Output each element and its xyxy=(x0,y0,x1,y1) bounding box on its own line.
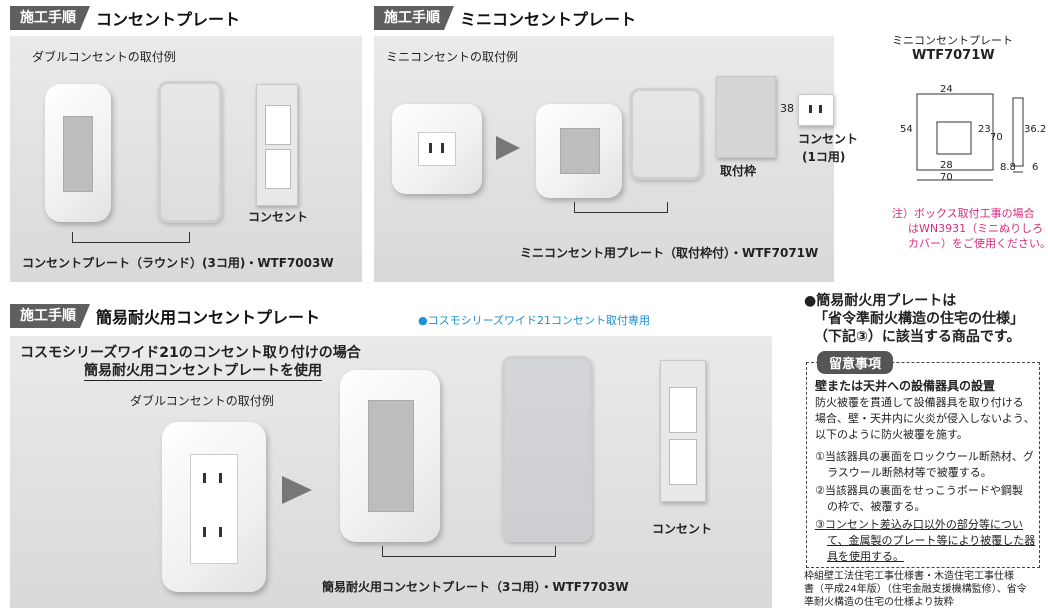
mount-frame xyxy=(158,81,222,223)
sec2-title: ミニコンセントプレート xyxy=(460,10,637,29)
dim-36: 36.2 xyxy=(1024,124,1047,135)
sec3-line1: コスモシリーズワイド21のコンセント取り付けの場合 xyxy=(20,345,361,361)
double-outlet-installed xyxy=(162,422,266,592)
spec-name: ミニコンセントプレート xyxy=(892,34,1013,47)
dim-70v: 70 xyxy=(990,132,1003,143)
sec1-panel: ダブルコンセントの取付例 コンセント コンセントプレート（ラウンド）(3コ用)・… xyxy=(10,36,362,282)
sec2-plate-caption: ミニコンセント用プレート（取付枠付）・WTF7071W xyxy=(520,246,819,260)
dim-54: 54 xyxy=(900,124,913,135)
outlet-unit xyxy=(256,84,298,206)
sec3-outlet-label: コンセント xyxy=(652,522,713,536)
notice-p1: 防火被覆を貫通して設備器具を取り付ける xyxy=(815,396,1024,409)
spec-note-3: カバー）をご使用ください。 xyxy=(908,237,1048,250)
notice-i3b: て、金属製のプレート等により被覆した器 xyxy=(827,534,1036,547)
sec2-panel: ミニコンセントの取付例 38 取付枠 コンセント (1コ用) ミニコンセント用プ… xyxy=(374,36,858,282)
notice-i1a: ①当該器具の裏面をロックウール断熱材、グ xyxy=(815,450,1034,463)
fire-plate-window xyxy=(368,400,414,512)
sec2-frame-label: 取付枠 xyxy=(720,164,757,178)
round-plate xyxy=(45,84,111,222)
sec2-subtitle: ミニコンセントの取付例 xyxy=(386,50,519,64)
source-2: 書（平成24年版）（住宅金融支援機構監修）、省令 xyxy=(804,584,1027,595)
mini-outlet-face xyxy=(418,132,456,166)
slot-a xyxy=(809,105,812,113)
sec1-title: コンセントプレート xyxy=(96,10,241,29)
sec1-bracket xyxy=(72,232,190,243)
dim-6: 6 xyxy=(1032,162,1039,173)
slot-3 xyxy=(203,527,206,537)
notice-i3c: 具を使用する。 xyxy=(827,550,904,563)
notice-i2b: の枠で、被覆する。 xyxy=(827,500,926,513)
sec3-subtitle: ダブルコンセントの取付例 xyxy=(130,394,274,408)
slot-b xyxy=(819,105,822,113)
sec3-panel: コスモシリーズワイド21のコンセント取り付けの場合 簡易耐火用コンセントプレート… xyxy=(10,336,772,608)
fire-metal-frame xyxy=(502,356,592,542)
sec3-header: 施工手順 簡易耐火用コンセントプレート xyxy=(10,304,320,328)
outlet-face-bottom xyxy=(265,149,291,189)
dim-23: 23 xyxy=(978,124,991,135)
sec1-tag: 施工手順 xyxy=(10,6,90,30)
spec-drawing xyxy=(916,93,1024,181)
outlet-face-top xyxy=(265,105,291,145)
mini-plate-window xyxy=(560,128,600,174)
mini-outlet-1 xyxy=(798,94,834,126)
sec1-subtitle: ダブルコンセントの取付例 xyxy=(32,50,176,64)
arrow-right-icon-2 xyxy=(282,476,312,504)
sec3-title: 簡易耐火用コンセントプレート xyxy=(96,308,321,327)
plate-window xyxy=(63,116,93,192)
dim-38: 38 xyxy=(780,102,794,115)
slot-4 xyxy=(219,527,222,537)
dim-70h: 70 xyxy=(940,172,953,183)
spec-note-1: 注）ボックス取付工事の場合 xyxy=(892,207,1035,220)
dim-88: 8.8 xyxy=(1000,162,1016,173)
mini-plate xyxy=(536,104,622,198)
notice-title: 壁または天井への設備器具の設置 xyxy=(815,379,996,393)
side-h1: ●簡易耐火用プレートは xyxy=(804,293,957,309)
notice-i1b: ラスウール断熱材等で被覆する。 xyxy=(827,466,992,479)
sec3-bracket xyxy=(382,546,556,557)
notice-p3: 以下のように防火被覆を施す。 xyxy=(815,428,968,441)
source-3: 準耐火構造の住宅の仕様より抜粋 xyxy=(804,597,954,608)
sec1-plate-caption: コンセントプレート（ラウンド）(3コ用)・WTF7003W xyxy=(22,256,334,270)
spec-note-2: はWN3931（ミニぬりしろ xyxy=(908,222,1044,235)
side-h3: （下記③）に該当する商品です。 xyxy=(814,329,1021,345)
notice-head: 留意事項 xyxy=(817,351,894,374)
sec2-tag: 施工手順 xyxy=(374,6,454,30)
sec2-bracket xyxy=(574,202,668,213)
source-1: 枠組壁工法住宅工事仕様書・木造住宅工事仕様 xyxy=(804,571,1014,582)
sec3-line2: 簡易耐火用コンセントプレートを使用 xyxy=(84,360,322,381)
sec1-header: 施工手順 コンセントプレート xyxy=(10,6,240,30)
dim-24: 24 xyxy=(940,84,953,95)
dim-28: 28 xyxy=(940,160,953,171)
notice-box: 留意事項 壁または天井への設備器具の設置 防火被覆を貫通して設備器具を取り付ける… xyxy=(806,351,1040,568)
arrow-right-icon xyxy=(496,136,520,160)
cosmo-note: ●コスモシリーズワイド21コンセント取付専用 xyxy=(418,314,651,327)
sec3-outlet-face-bottom xyxy=(669,439,697,485)
notice-i2a: ②当該器具の裏面をせっこうボードや鋼製 xyxy=(815,484,1023,497)
sec3-plate-caption: 簡易耐火用コンセントプレート（3コ用）・WTF7703W xyxy=(322,580,629,594)
notice-i3a: ③コンセント差込み口以外の部分等につい xyxy=(815,518,1023,531)
mini-mount-frame xyxy=(716,76,776,158)
fire-plate xyxy=(340,370,440,542)
sec2-outlet-label2: (1コ用) xyxy=(802,150,846,164)
spec-model: WTF7071W xyxy=(912,48,995,63)
sec2-outlet-label: コンセント xyxy=(798,132,859,146)
slot-1 xyxy=(203,473,206,483)
slot-left xyxy=(429,143,432,153)
sec3-tag: 施工手順 xyxy=(10,304,90,328)
mini-outlet-installed xyxy=(392,104,482,194)
sec3-outlet-unit xyxy=(660,360,706,502)
mini-frame xyxy=(630,88,702,180)
double-outlet-face xyxy=(190,454,238,564)
side-h2: 「省令準耐火構造の住宅の仕様」 xyxy=(814,311,1024,327)
notice-p2: 場合、壁・天井内に火炎が侵入しないよう、 xyxy=(815,412,1035,425)
sec3-outlet-face-top xyxy=(669,387,697,433)
sec1-outlet-label: コンセント xyxy=(248,210,309,224)
sec2-header: 施工手順 ミニコンセントプレート xyxy=(374,6,636,30)
slot-2 xyxy=(219,473,222,483)
slot-right xyxy=(441,143,444,153)
